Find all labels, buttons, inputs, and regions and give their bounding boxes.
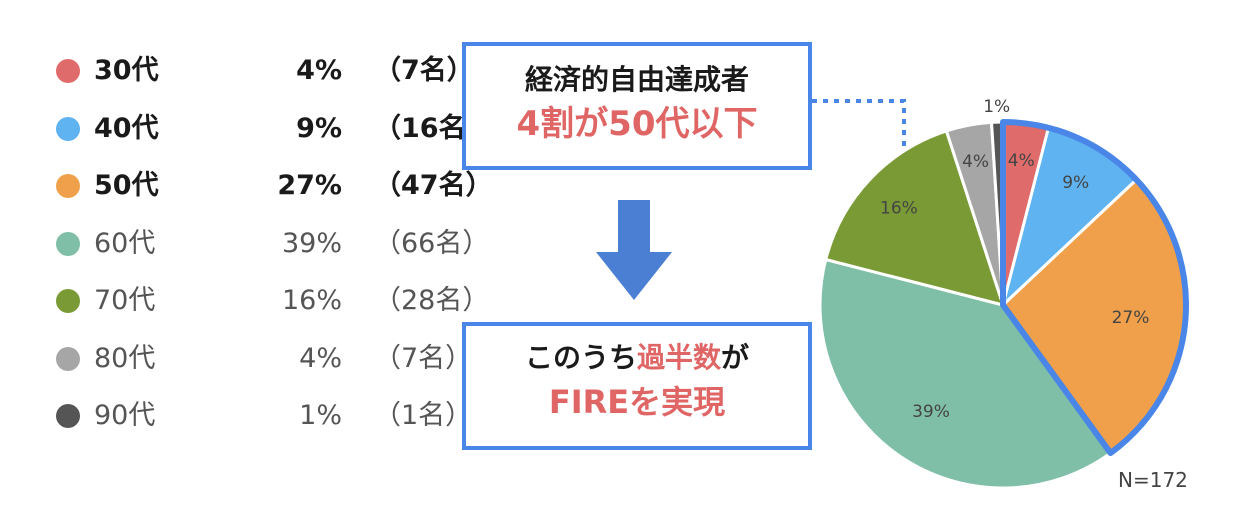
legend-row: 30代 4% （7名） — [56, 52, 474, 92]
legend-row: 60代 39% （66名） — [56, 225, 489, 265]
legend-count: （7名） — [374, 55, 474, 86]
legend-dot-icon — [56, 116, 80, 141]
legend-count: （7名） — [374, 342, 473, 374]
slice-data-label: 4% — [1008, 151, 1035, 171]
legend-age: 70代 — [94, 285, 156, 316]
legend-percent: 27% — [277, 170, 342, 201]
legend-dot-icon — [56, 59, 80, 83]
legend-percent: 4% — [296, 55, 342, 86]
slice-data-label: 39% — [912, 402, 950, 422]
legend-age: 40代 — [94, 112, 159, 144]
legend-dot-icon — [56, 174, 80, 198]
connector-line — [812, 99, 1000, 192]
callout-top: 経済的自由達成者 4割が50代以下 — [462, 42, 812, 170]
legend-row: 80代 4% （7名） — [56, 340, 472, 380]
legend-age: 50代 — [94, 170, 159, 201]
legend-percent: 16% — [281, 285, 342, 316]
callout-top-line2: 4割が50代以下 — [516, 104, 758, 144]
callout-bottom-line1: このうち過半数が — [466, 338, 808, 378]
callout-bottom-pre: このうち — [524, 341, 637, 374]
legend-age: 80代 — [94, 342, 156, 374]
highlight-outline — [1000, 119, 1189, 457]
legend-age: 60代 — [94, 227, 156, 259]
legend-percent: 39% — [281, 227, 342, 259]
legend-count: （1名） — [374, 400, 473, 431]
legend-age: 90代 — [94, 400, 156, 431]
legend-dot-icon — [56, 231, 80, 256]
legend-row: 70代 16% （28名） — [56, 282, 489, 322]
slice-data-label: 27% — [1112, 308, 1150, 328]
legend-row: 50代 27% （47名） — [56, 167, 493, 207]
legend-percent: 4% — [299, 342, 342, 374]
legend-count: （66名） — [374, 227, 490, 259]
legend-percent: 9% — [296, 112, 342, 144]
down-arrow-icon — [596, 200, 672, 300]
slice-data-label: 1% — [983, 97, 1010, 117]
legend-dot-icon — [56, 289, 80, 313]
legend-count: （47名） — [374, 170, 493, 201]
slice-data-label: 4% — [962, 152, 989, 172]
callout-top-line1: 経済的自由達成者 — [524, 63, 749, 96]
callout-bottom-highlight: 過半数 — [636, 341, 721, 374]
legend-dot-icon — [56, 346, 80, 371]
legend-count: （28名） — [374, 285, 490, 316]
legend-percent: 1% — [299, 400, 342, 431]
callout-bottom-post: が — [721, 341, 750, 374]
pie-slice — [823, 129, 1006, 308]
legend-age: 30代 — [94, 55, 159, 86]
legend-dot-icon — [56, 404, 80, 428]
callout-bottom-line2: FIREを実現 — [548, 383, 726, 421]
callout-bottom: このうち過半数が FIREを実現 — [462, 322, 812, 450]
pie-slice — [818, 257, 1113, 490]
legend-row: 90代 1% （1名） — [56, 397, 472, 437]
slice-data-label: 16% — [880, 198, 918, 218]
sample-size-label: N=172 — [1118, 468, 1188, 492]
slice-data-label: 9% — [1062, 173, 1089, 193]
